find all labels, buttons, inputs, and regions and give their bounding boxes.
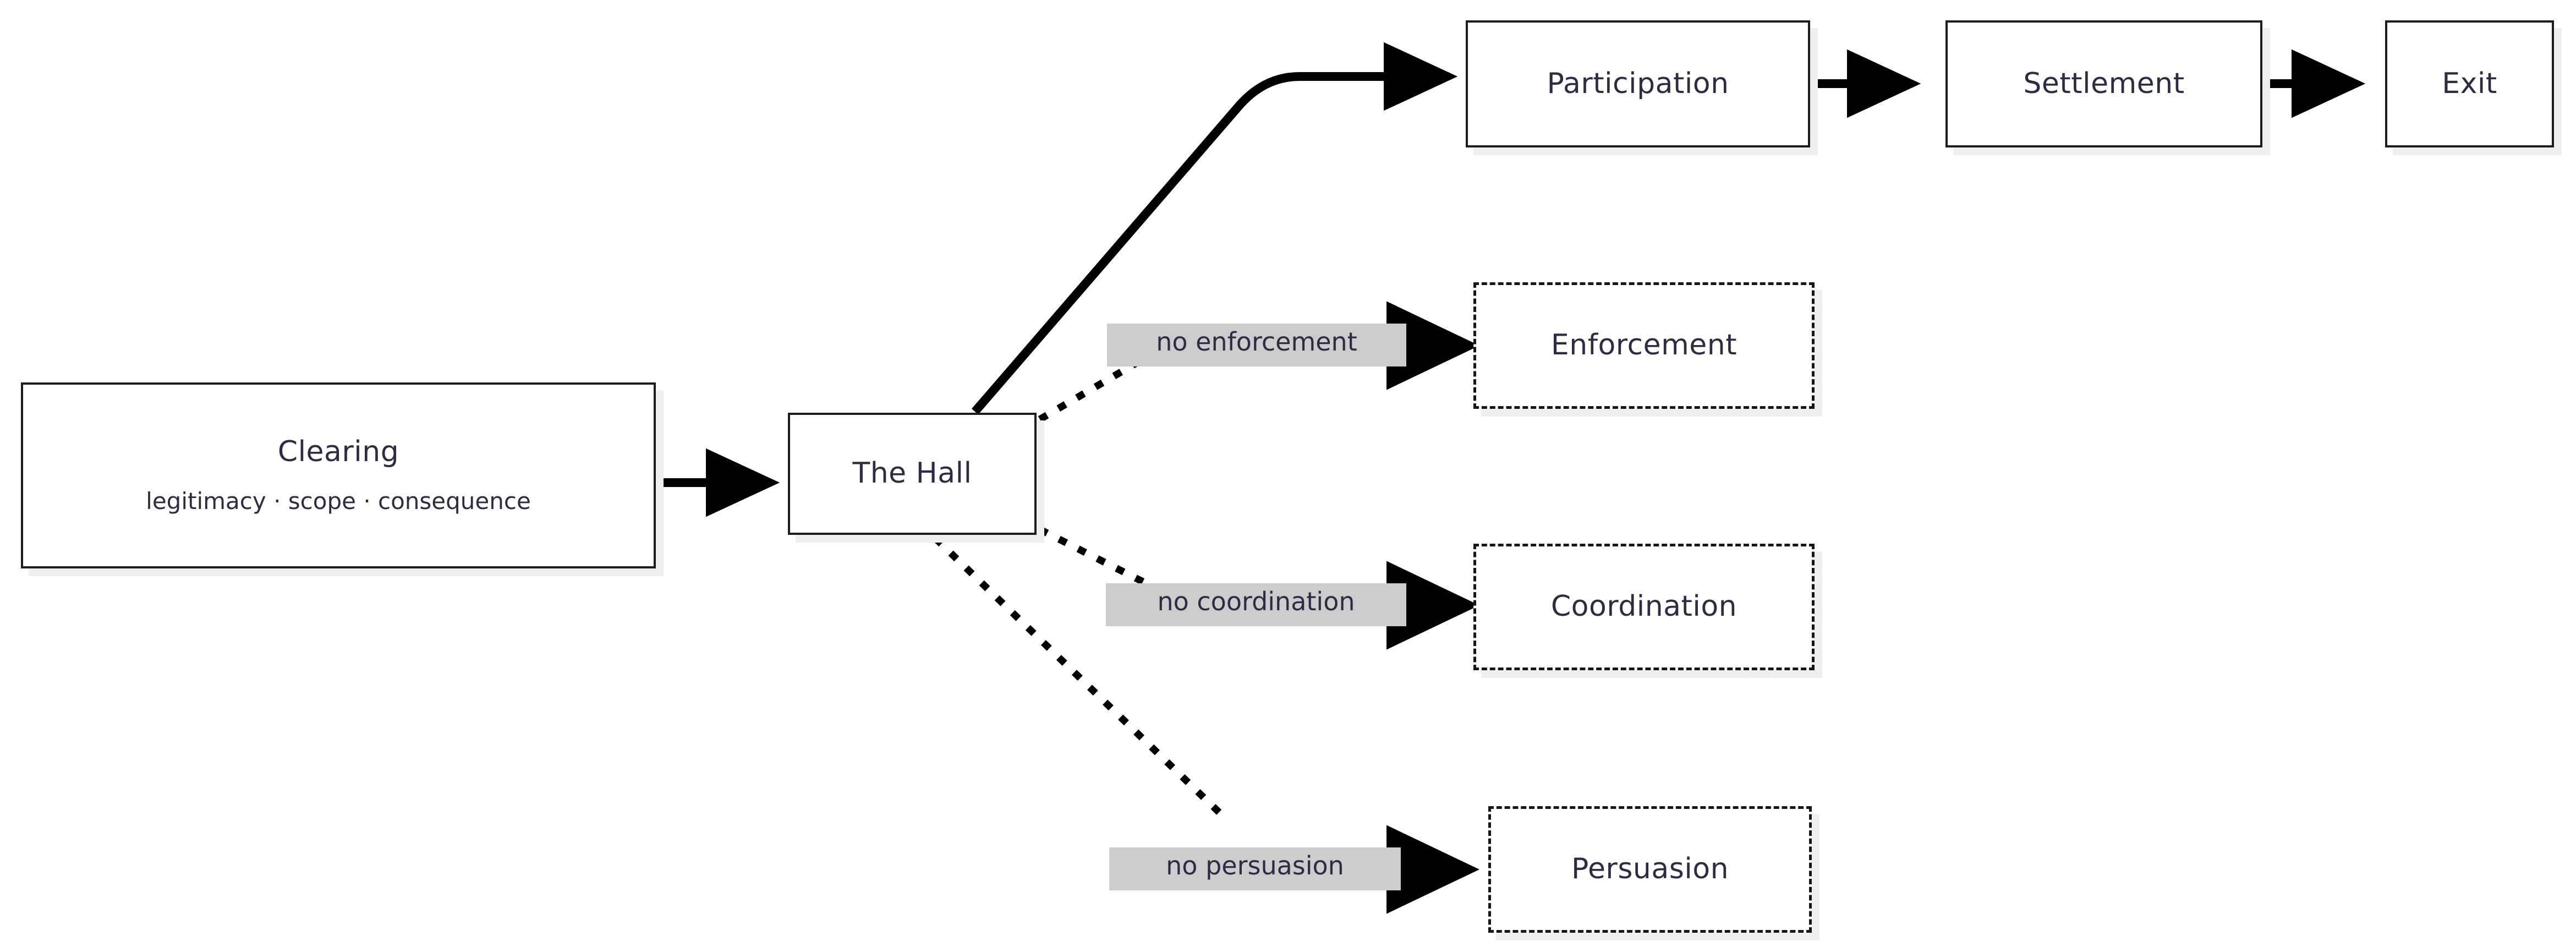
- node-the-hall[interactable]: The Hall: [788, 413, 1037, 535]
- node-coordination[interactable]: Coordination: [1473, 544, 1815, 670]
- edge-the-hall-to-participation: [971, 42, 1458, 415]
- node-clearing-title: Clearing: [277, 435, 399, 468]
- node-participation[interactable]: Participation: [1466, 20, 1810, 147]
- edge-label-no-enforcement: no enforcement: [1107, 324, 1406, 366]
- node-settlement-title: Settlement: [2023, 67, 2185, 100]
- node-persuasion[interactable]: Persuasion: [1488, 806, 1812, 933]
- node-settlement[interactable]: Settlement: [1945, 20, 2262, 147]
- node-exit-title: Exit: [2442, 67, 2497, 100]
- node-participation-title: Participation: [1547, 67, 1729, 100]
- edge-label-no-coordination: no coordination: [1106, 583, 1406, 626]
- node-coordination-title: Coordination: [1550, 590, 1738, 623]
- node-clearing[interactable]: Clearing legitimacy · scope · consequenc…: [21, 382, 656, 568]
- node-enforcement-title: Enforcement: [1550, 329, 1738, 362]
- node-enforcement[interactable]: Enforcement: [1473, 282, 1815, 409]
- node-the-hall-title: The Hall: [852, 457, 972, 490]
- edge-the-hall-to-persuasion: [933, 535, 1229, 822]
- node-clearing-subtitle: legitimacy · scope · consequence: [146, 487, 531, 515]
- edge-label-no-persuasion: no persuasion: [1109, 847, 1401, 890]
- node-exit[interactable]: Exit: [2385, 20, 2554, 147]
- node-persuasion-title: Persuasion: [1571, 852, 1729, 886]
